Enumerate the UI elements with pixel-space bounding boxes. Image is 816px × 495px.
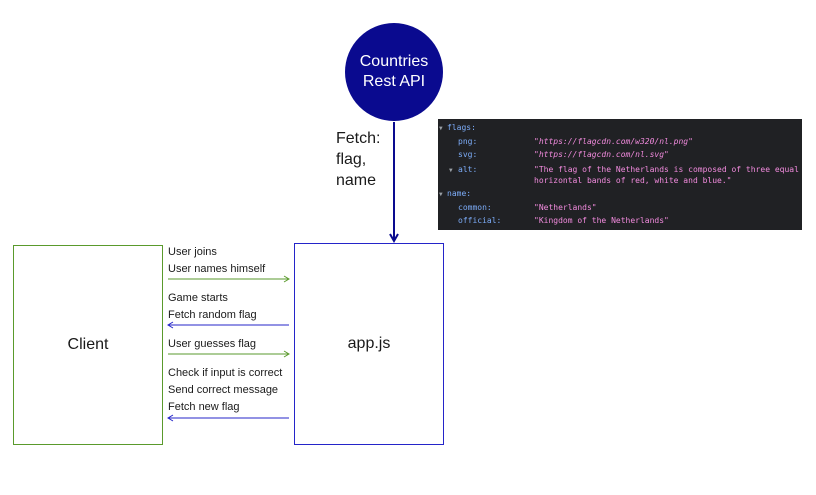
- message-label: User guesses flag: [168, 338, 257, 350]
- message-label: Fetch new flag: [168, 401, 240, 413]
- json-key: name:: [447, 189, 472, 198]
- fetch-label: Fetch: flag, name: [336, 128, 380, 191]
- expand-triangle-icon: ▼: [449, 167, 453, 174]
- json-key: official:: [458, 216, 502, 225]
- json-key: common:: [458, 203, 492, 212]
- json-value: "https://flagcdn.com/nl.svg": [534, 150, 669, 159]
- app-label: app.js: [347, 335, 391, 352]
- json-value: "Netherlands": [534, 203, 597, 212]
- message-label: User names himself: [168, 263, 266, 275]
- message-label: Fetch random flag: [168, 309, 257, 321]
- message-label: Send correct message: [168, 384, 279, 396]
- json-value: horizontal bands of red, white and blue.…: [534, 176, 732, 185]
- client-label: Client: [67, 336, 109, 353]
- json-key: svg:: [458, 150, 478, 159]
- json-key: png:: [458, 137, 478, 146]
- api-label-line2: Rest API: [362, 73, 426, 90]
- json-value: "https://flagcdn.com/w320/nl.png": [534, 137, 693, 146]
- fetch-label-line: name: [336, 172, 377, 189]
- json-value: "The flag of the Netherlands is composed…: [534, 165, 799, 174]
- client-node: Client: [13, 245, 163, 445]
- app-node: app.js: [294, 243, 444, 445]
- countries-rest-api-node: Countries Rest API: [345, 23, 443, 121]
- json-key: alt:: [458, 165, 478, 174]
- api-label-line1: Countries: [359, 53, 429, 70]
- expand-triangle-icon: ▼: [439, 191, 443, 198]
- expand-triangle-icon: ▼: [439, 125, 443, 132]
- json-key: flags:: [447, 123, 476, 132]
- message-label: Game starts: [168, 292, 228, 304]
- api-response-preview: ▼ flags: png: "https://flagcdn.com/w320/…: [438, 119, 802, 230]
- json-value: "Kingdom of the Netherlands": [534, 216, 669, 225]
- fetch-label-line: Fetch:: [336, 130, 381, 147]
- message-label: Check if input is correct: [168, 367, 283, 379]
- message-label: User joins: [168, 246, 217, 258]
- fetch-label-line: flag,: [336, 151, 367, 168]
